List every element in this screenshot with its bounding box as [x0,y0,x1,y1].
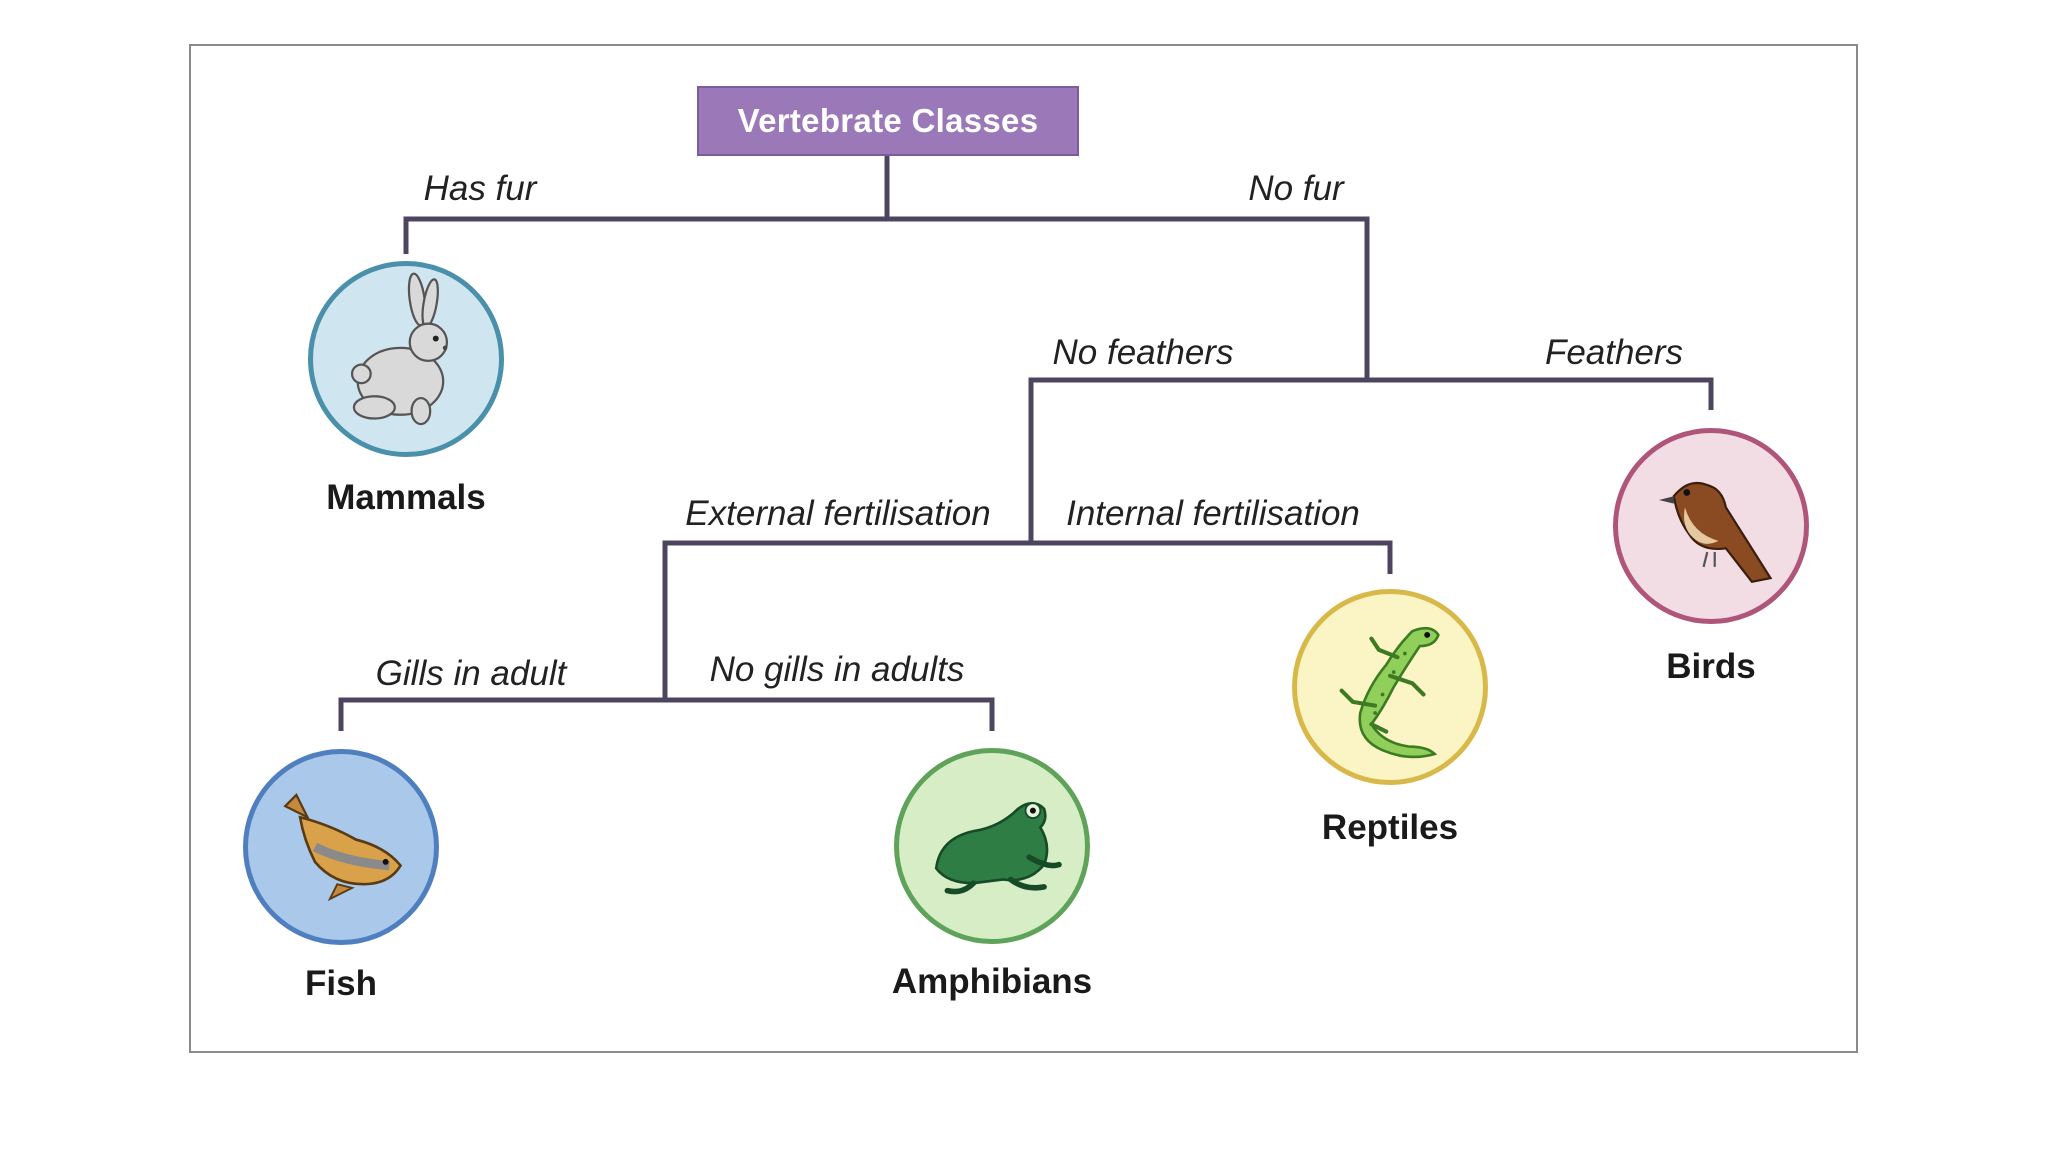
fish-node [243,749,439,945]
branch-label-feathers: Feathers [1544,333,1684,372]
fish-icon [283,793,403,902]
frog-icon [934,801,1062,895]
branch-label-internal-fertilisation: Internal fertilisation [1066,494,1360,533]
mammals-label: Mammals [326,478,486,517]
reptiles-label: Reptiles [1321,808,1459,847]
root-vertebrate-classes: Vertebrate Classes [697,86,1079,156]
fish-label: Fish [305,964,377,1003]
branch-label-external-fertilisation: External fertilisation [685,494,991,533]
branch-label-no-fur: No fur [1248,169,1344,208]
root-title: Vertebrate Classes [737,102,1039,139]
connector-feather-split [1028,377,1714,543]
branch-label-has-fur: Has fur [423,169,537,208]
lizard-icon [1339,626,1440,759]
mammals-node [308,261,504,457]
connector-gills-split [338,697,995,731]
bird-icon [1658,481,1773,584]
amphibians-node [894,748,1090,944]
amphibians-label: Amphibians [891,962,1093,1001]
birds-label: Birds [1666,647,1756,686]
connector-fertilisation-split [662,540,1393,700]
branch-label-no-gills-in-adults: No gills in adults [709,650,965,689]
branch-label-gills-in-adult: Gills in adult [375,654,567,693]
birds-node [1613,428,1809,624]
reptiles-node [1292,589,1488,785]
connector-fur-split [403,216,1370,380]
rabbit-icon [350,272,449,426]
branch-label-no-feathers: No feathers [1052,333,1234,372]
